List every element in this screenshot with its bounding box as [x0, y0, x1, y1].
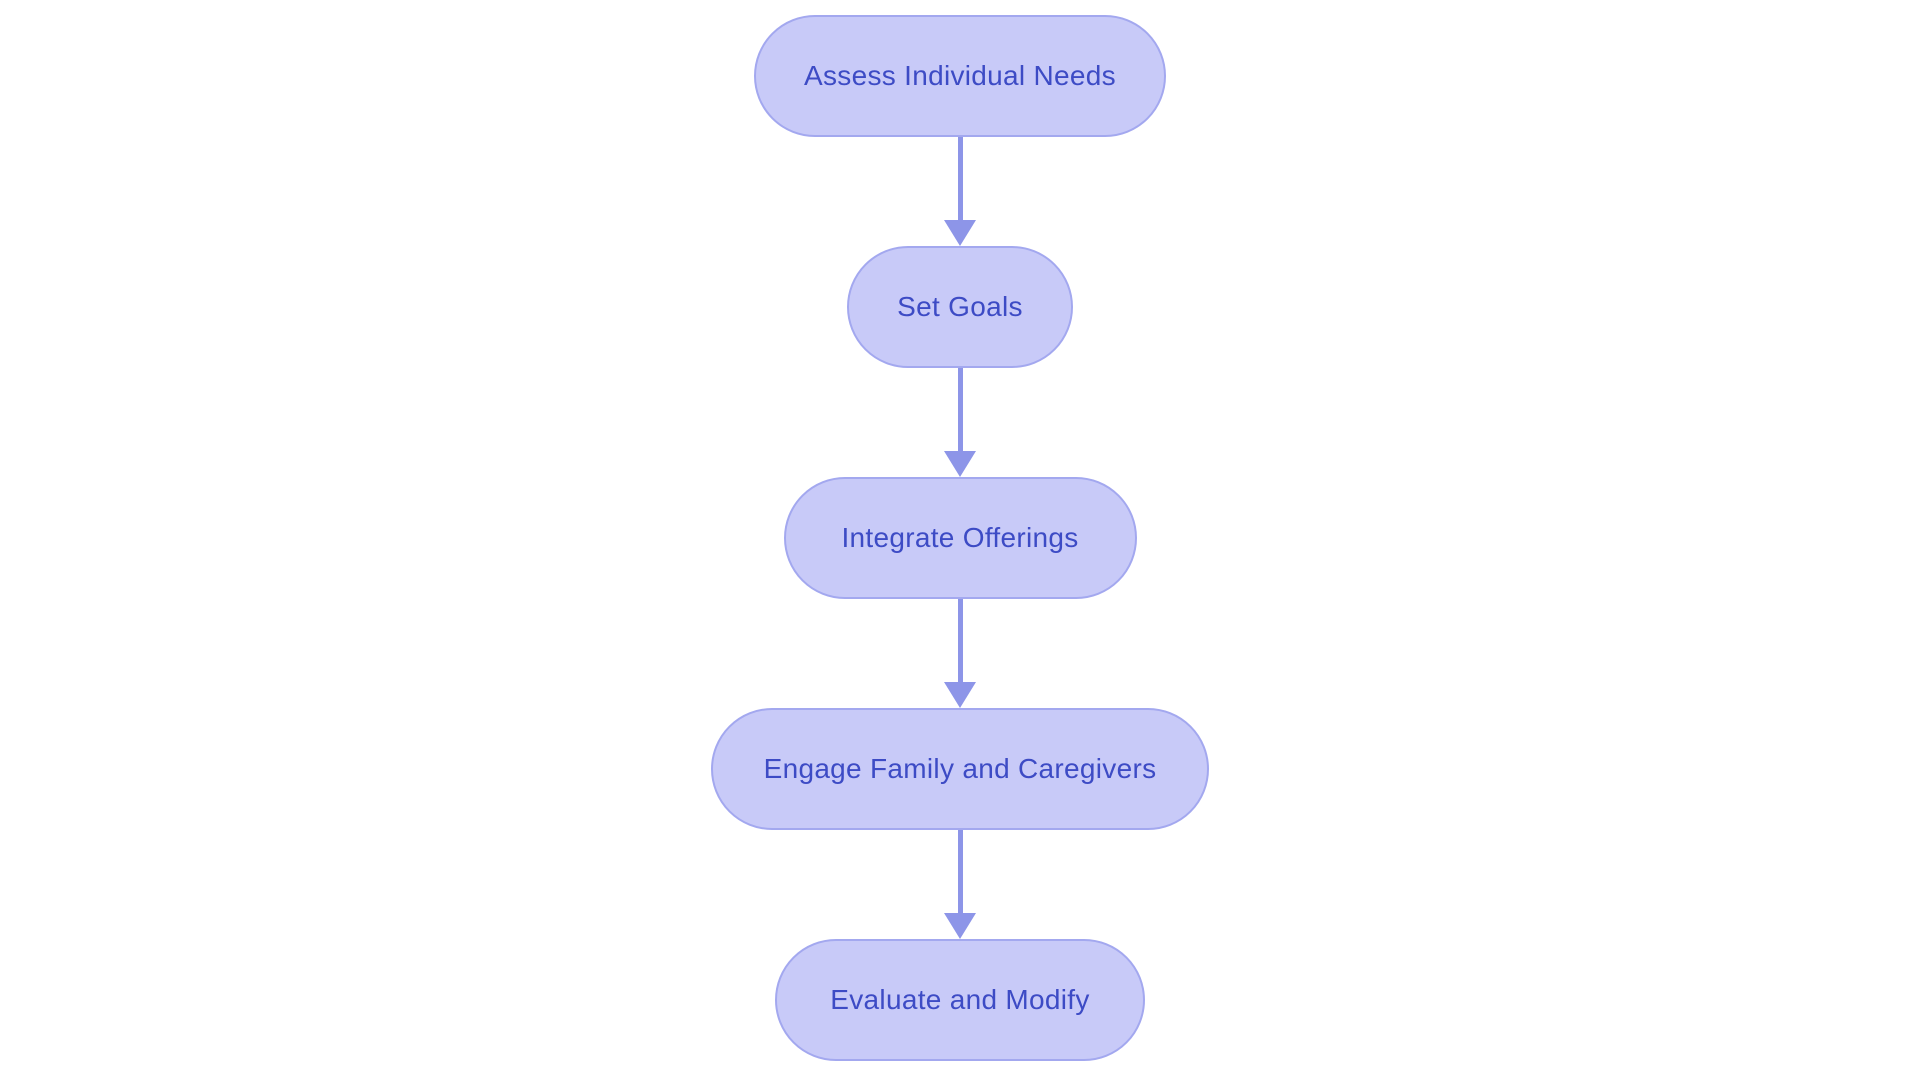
flow-node-evaluate-and-modify: Evaluate and Modify	[775, 939, 1145, 1061]
flow-arrow-2	[940, 368, 980, 477]
node-label: Set Goals	[897, 291, 1023, 322]
flow-node-engage-family-and-caregivers: Engage Family and Caregivers	[711, 708, 1209, 830]
arrow-line	[957, 599, 963, 682]
arrow-down-icon	[944, 220, 976, 246]
flow-arrow-4	[940, 830, 980, 939]
arrow-line	[957, 137, 963, 220]
node-label: Assess Individual Needs	[804, 60, 1116, 91]
node-label: Evaluate and Modify	[830, 984, 1090, 1015]
arrow-down-icon	[944, 682, 976, 708]
flow-node-assess-individual-needs: Assess Individual Needs	[754, 15, 1166, 137]
flow-node-set-goals: Set Goals	[847, 246, 1073, 368]
arrow-down-icon	[944, 451, 976, 477]
arrow-line	[957, 368, 963, 451]
flow-node-integrate-offerings: Integrate Offerings	[783, 477, 1137, 599]
flow-arrow-1	[940, 137, 980, 246]
flow-arrow-3	[940, 599, 980, 708]
node-label: Integrate Offerings	[841, 522, 1079, 553]
arrow-line	[957, 830, 963, 913]
arrow-down-icon	[944, 913, 976, 939]
node-label: Engage Family and Caregivers	[763, 753, 1157, 784]
